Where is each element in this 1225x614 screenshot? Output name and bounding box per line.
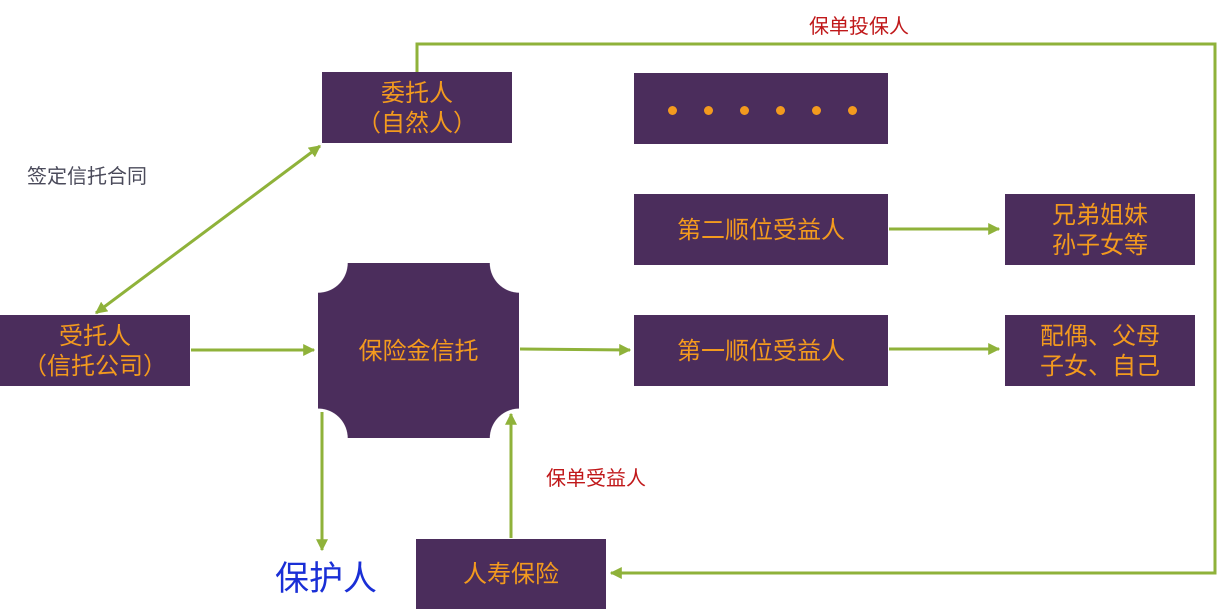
label-sign-contract: 签定信托合同 (27, 164, 147, 188)
arrow-policy-holder-loop (415, 42, 1217, 579)
trustee-box: 受托人 （信托公司） (0, 315, 190, 386)
settlor-line-1: 委托人 (381, 78, 453, 107)
trustee-line-1: 受托人 (59, 321, 131, 350)
first-beneficiary-label: 第一顺位受益人 (677, 336, 845, 365)
label-policy-beneficiary: 保单受益人 (546, 466, 646, 490)
settlor-box: 委托人 （自然人） (322, 72, 512, 143)
family-line-1: 配偶、父母 (1040, 321, 1160, 350)
insurance-trust-box: 保险金信托 (318, 263, 519, 438)
siblings-line-1: 兄弟姐妹 (1052, 200, 1148, 229)
second-beneficiary-box: 第二顺位受益人 (634, 194, 888, 265)
trustee-line-2: （信托公司） (23, 351, 167, 380)
arrow-settlor-trustee (95, 144, 321, 315)
arrow-trust-to-first-beneficiary (519, 343, 632, 356)
family-line-2: 子女、自己 (1040, 351, 1160, 380)
siblings-box: 兄弟姐妹 孙子女等 (1005, 194, 1195, 265)
life-insurance-box: 人寿保险 (416, 539, 606, 609)
label-policy-holder: 保单投保人 (809, 14, 909, 38)
second-beneficiary-label: 第二顺位受益人 (677, 215, 845, 244)
life-insurance-label: 人寿保险 (463, 560, 559, 588)
ellipsis-dots-icon (668, 102, 858, 118)
label-protector: 保护人 (275, 559, 377, 599)
insurance-trust-label: 保险金信托 (358, 336, 479, 365)
siblings-line-2: 孙子女等 (1052, 230, 1148, 259)
first-beneficiary-box: 第一顺位受益人 (634, 315, 888, 386)
settlor-line-2: （自然人） (357, 108, 477, 137)
family-box: 配偶、父母 子女、自己 (1005, 315, 1195, 386)
